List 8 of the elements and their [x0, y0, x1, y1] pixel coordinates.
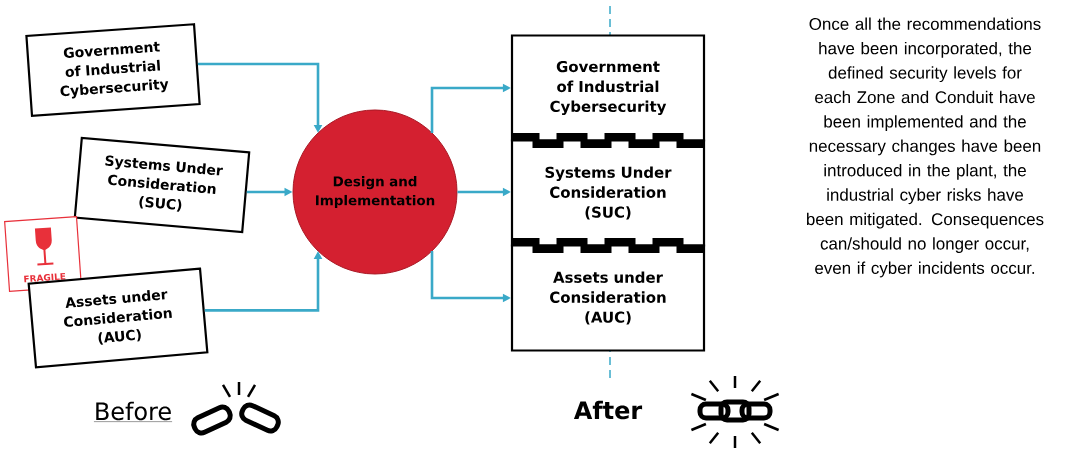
stacked-box: Government of Industrial Cybersecurity: [510, 34, 706, 142]
text-box: Systems Under Consideration (SUC): [73, 136, 251, 234]
description-paragraph: Once all the recommendations have been incorporated, the defined security levels for each Zone and Conduit have been implemented and the necessary changes have been introduced in the plant, the industrial cyber risks have been mitigated. Consequences can/should no longer occur, even if cyber incidents occur.: [807, 17, 1044, 278]
before-label: Before: [93, 401, 173, 422]
stacked-box: Assets under Consideration (AUC): [510, 244, 706, 352]
text-box: Government of Industrial Cybersecurity: [25, 23, 201, 117]
after-label: After: [573, 400, 643, 420]
stacked-box: Systems Under Consideration (SUC): [510, 139, 706, 247]
